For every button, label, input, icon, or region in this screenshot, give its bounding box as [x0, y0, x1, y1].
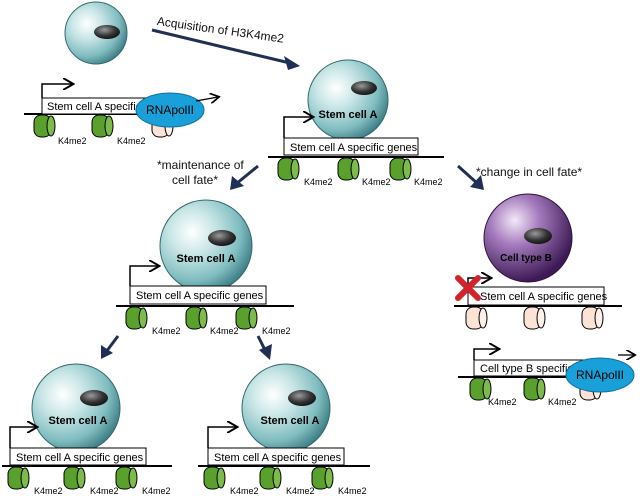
gene-label-bottom-mid: Stem cell A specific genes	[214, 452, 342, 464]
cell-label: Stem cell A	[177, 253, 236, 265]
cell-label: Cell type B	[500, 253, 552, 264]
k4me2-label: K4me2	[262, 326, 291, 336]
k4me2-label: K4me2	[90, 486, 119, 496]
maintenance-label-line1: *maintenance of	[157, 158, 244, 172]
nucleosome	[125, 306, 148, 330]
gene-mid-left: Stem cell A specific genes K4me2 K4me2 K…	[116, 266, 294, 336]
gene-label-bottom-left: Stem cell A specific genes	[16, 452, 144, 464]
cell-label: Stem cell A	[261, 415, 320, 427]
gene-label-type-b: Cell type B specific	[480, 363, 573, 375]
cell-label: Stem cell A	[49, 415, 108, 427]
polymerase-label: RNApolII	[146, 103, 194, 117]
polymerase-label: RNApolII	[576, 368, 624, 382]
nucleus-icon	[288, 390, 316, 406]
gene-right-silenced: Stem cell A specific genes	[454, 275, 622, 330]
nucleosome	[311, 466, 334, 490]
cell-type-b: Cell type B	[483, 193, 573, 283]
gene-label-center: Stem cell A specific genes	[290, 142, 418, 154]
k4me2-label: K4me2	[286, 486, 315, 496]
nucleosome	[389, 157, 412, 181]
nucleosome	[523, 377, 546, 401]
k4me2-label: K4me2	[34, 486, 63, 496]
nucleosome	[185, 306, 208, 330]
nucleosome	[7, 466, 30, 490]
k4me2-label: K4me2	[210, 326, 239, 336]
nucleosome	[91, 114, 114, 138]
k4me2-label: K4me2	[548, 397, 577, 407]
k4me2-label: K4me2	[338, 486, 367, 496]
nucleosome	[259, 466, 282, 490]
k4me2-label: K4me2	[230, 486, 259, 496]
change-fate-arrow	[456, 164, 484, 190]
k4me2-label: K4me2	[414, 177, 443, 187]
nucleosome	[469, 377, 492, 401]
rna-polymerase: RNApolII	[135, 92, 205, 128]
nucleosome-unmarked	[523, 306, 546, 330]
gene-label-right: Stem cell A specific genes	[480, 291, 608, 303]
k4me2-label: K4me2	[58, 136, 87, 146]
split-arrow-left	[101, 335, 120, 359]
nucleus-icon	[208, 230, 236, 246]
gene-center: Stem cell A specific genes K4me2 K4me2 K…	[268, 117, 444, 187]
gene-label-top-left: Stem cell A specific	[47, 101, 142, 113]
nucleus-icon	[94, 25, 120, 39]
change-fate-label: *change in cell fate*	[476, 165, 583, 179]
maintenance-arrow	[230, 164, 259, 190]
nucleosome-unmarked	[581, 306, 604, 330]
acquisition-arrow	[151, 28, 300, 70]
split-arrow-right	[256, 335, 272, 360]
nucleosome	[33, 114, 56, 138]
gene-label-mid-left: Stem cell A specific genes	[136, 290, 264, 302]
k4me2-label: K4me2	[117, 136, 146, 146]
nucleosome	[235, 306, 258, 330]
nucleosome	[203, 466, 226, 490]
nucleosome	[337, 157, 360, 181]
nucleosome	[277, 157, 300, 181]
gene-top-left: Stem cell A specific K4me2 K4me2 RNApolI…	[24, 84, 218, 146]
cell-top-left	[64, 1, 128, 65]
nucleus-icon	[80, 390, 108, 406]
maintenance-label-line2: cell fate*	[172, 173, 219, 187]
cell-label: Stem cell A	[319, 109, 378, 121]
nucleosome-unmarked	[465, 306, 488, 330]
gene-bottom-mid: Stem cell A specific genes K4me2 K4me2 K…	[198, 427, 370, 496]
k4me2-label: K4me2	[152, 326, 181, 336]
nucleus-icon	[524, 228, 552, 244]
gene-bottom-left: Stem cell A specific genes K4me2 K4me2 K…	[2, 427, 172, 496]
cell-bottom-left: Stem cell A	[31, 363, 121, 453]
k4me2-label: K4me2	[304, 177, 333, 187]
nucleosome	[115, 466, 138, 490]
nucleus-icon	[351, 81, 377, 95]
nucleosome	[63, 466, 86, 490]
k4me2-label: K4me2	[362, 177, 391, 187]
gene-right-type-b: Cell type B specific K4me2 K4me2 RNApolI…	[458, 349, 634, 407]
cell-mid-left: Stem cell A	[159, 199, 253, 293]
k4me2-label: K4me2	[142, 486, 171, 496]
k4me2-label: K4me2	[488, 397, 517, 407]
cell-bottom-mid: Stem cell A	[241, 363, 331, 453]
rna-polymerase: RNApolII	[565, 357, 635, 393]
block-x-icon	[455, 275, 481, 301]
cell-center: Stem cell A	[307, 59, 389, 141]
